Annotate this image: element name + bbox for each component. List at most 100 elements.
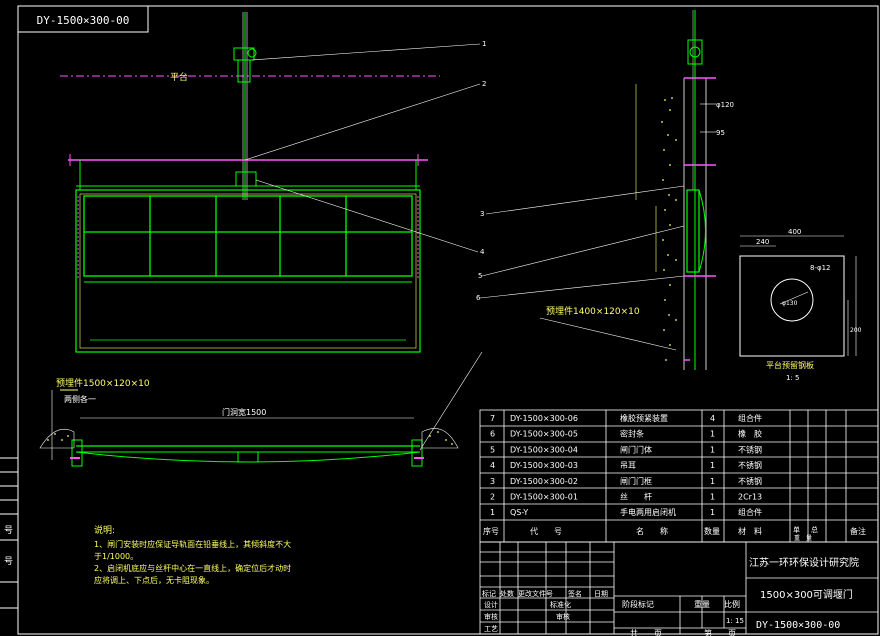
- left-strip-label: 号: [4, 525, 13, 536]
- tb-craft: 工艺: [484, 625, 498, 633]
- front-embed-label: 预埋件1500×120×10: [56, 377, 150, 389]
- plan-view: [39, 351, 483, 467]
- hdr-qty: 数量: [704, 526, 720, 536]
- part-material: 不锈钢: [738, 444, 762, 454]
- top-title-text: DY-1500×300-00: [37, 14, 130, 27]
- tb-change: 更改文件号: [518, 589, 553, 598]
- plate-h1: 200: [850, 327, 862, 334]
- plate-caption: 平台预留钢板: [766, 360, 814, 370]
- plate-d130: φ130: [782, 300, 798, 307]
- hdr-name: 名 称: [636, 526, 668, 536]
- platform-plate: [739, 235, 857, 357]
- part-name: 密封条: [620, 429, 644, 439]
- tb-design: 设计: [484, 600, 498, 609]
- tb-sheet: 第 页: [704, 628, 736, 636]
- callout-3: 3: [480, 210, 484, 218]
- tb-check: 审核: [484, 612, 498, 621]
- part-material: 2Cr13: [738, 493, 762, 502]
- notes-line: 1、闸门安装时应保证导轨面在铅垂线上，其倾斜度不大: [94, 539, 291, 549]
- tb-stage: 阶段标记: [622, 599, 654, 609]
- part-code: DY-1500×300-01: [510, 493, 578, 502]
- hdr-material: 材 料: [738, 526, 762, 536]
- tb-drawing-no: DY-1500×300-00: [756, 620, 840, 631]
- part-qty: 1: [710, 493, 715, 502]
- callout-5: 5: [478, 272, 482, 280]
- part-qty: 1: [710, 508, 715, 517]
- hdr-unit: 单: [793, 525, 800, 534]
- part-name: 手电两用启闭机: [620, 507, 676, 517]
- tb-count: 处数: [500, 589, 514, 598]
- notes-line: 应将调上、下点后，无卡阻现象。: [94, 575, 214, 585]
- hdr-note: 备注: [850, 526, 866, 536]
- front-elevation: 平台: [60, 12, 440, 353]
- notes-line: 于1/1000。: [94, 552, 138, 561]
- plate-scale: 1: 5: [786, 374, 800, 382]
- tb-std: 标准化: [550, 600, 571, 609]
- side-leaders: [479, 185, 685, 351]
- side-embed-label: 预埋件1400×120×10: [546, 305, 640, 317]
- part-material: 组合件: [738, 413, 762, 423]
- tb-check-2: 审核: [556, 612, 570, 621]
- part-qty: 1: [710, 461, 715, 470]
- callout-leaders: [244, 43, 481, 253]
- front-embed-sub: 两侧各一: [64, 394, 96, 404]
- hdr-no: 序号: [483, 526, 499, 536]
- part-code: DY-1500×300-04: [510, 445, 578, 454]
- part-qty: 1: [710, 477, 715, 486]
- part-material: 橡 胶: [738, 429, 762, 439]
- tb-drawing-name: 1500×300可调堰门: [760, 588, 853, 601]
- part-no: 1: [490, 508, 495, 517]
- part-code: QS-Y: [510, 508, 528, 517]
- part-code: DY-1500×300-06: [510, 414, 578, 423]
- dim-95: 95: [716, 129, 725, 137]
- part-qty: 4: [710, 414, 715, 423]
- hdr-code: 代 号: [530, 526, 562, 536]
- title-block: [479, 541, 879, 635]
- left-strip-label-2: 号: [4, 556, 13, 567]
- part-no: 2: [490, 493, 495, 502]
- plate-inner-w: 240: [756, 238, 769, 246]
- notes-line: 2、启闭机底应与丝杆中心在一直线上，确定位后才动时: [94, 563, 291, 573]
- part-material: 不锈钢: [738, 476, 762, 486]
- door-width-label: 门洞宽1500: [222, 407, 266, 417]
- callout-6: 6: [476, 294, 481, 302]
- platform-label: 平台: [170, 71, 188, 83]
- part-code: DY-1500×300-02: [510, 477, 578, 486]
- callout-4: 4: [480, 248, 485, 256]
- tb-date: 日期: [594, 590, 608, 598]
- part-no: 6: [490, 430, 495, 439]
- tb-weight: 重量: [694, 599, 710, 609]
- part-no: 5: [490, 445, 495, 454]
- tb-marks: 标记: [482, 589, 496, 598]
- part-no: 3: [490, 477, 495, 486]
- tb-sheet-total: 共 页: [630, 629, 662, 636]
- part-qty: 1: [710, 430, 715, 439]
- notes-heading: 说明:: [94, 524, 115, 536]
- callout-1: 1: [482, 40, 486, 48]
- left-strip: [0, 457, 18, 609]
- top-title-box: DY-1500×300-00: [17, 5, 149, 33]
- drawing-border: [17, 5, 879, 635]
- part-qty: 1: [710, 445, 715, 454]
- part-no: 7: [490, 414, 495, 423]
- tb-company: 江苏一环环保设计研究院: [749, 556, 859, 569]
- parts-header: 序号 代 号 名 称 数量 材 料 单 总 重 量 备注: [483, 525, 866, 542]
- tb-sign: 签名: [568, 589, 582, 598]
- plate-hole: 8-φ12: [810, 264, 831, 272]
- tb-scale: 比例: [724, 599, 740, 609]
- side-section: [635, 10, 716, 370]
- hdr-weight: 重 量: [794, 534, 812, 542]
- part-name: 吊耳: [620, 461, 636, 470]
- plate-width: 400: [788, 228, 801, 236]
- callout-2: 2: [482, 80, 486, 88]
- hdr-total: 总: [811, 525, 818, 534]
- dim-phi120: φ120: [716, 101, 734, 109]
- notes: 说明: 1、闸门安装时应保证导轨面在铅垂线上，其倾斜度不大 于1/1000。 2…: [94, 524, 291, 585]
- part-no: 4: [490, 461, 495, 470]
- tb-scale-val: 1: 15: [726, 617, 744, 625]
- part-material: 不锈钢: [738, 460, 762, 470]
- part-material: 组合件: [738, 507, 762, 517]
- part-name: 闸门门体: [620, 444, 652, 454]
